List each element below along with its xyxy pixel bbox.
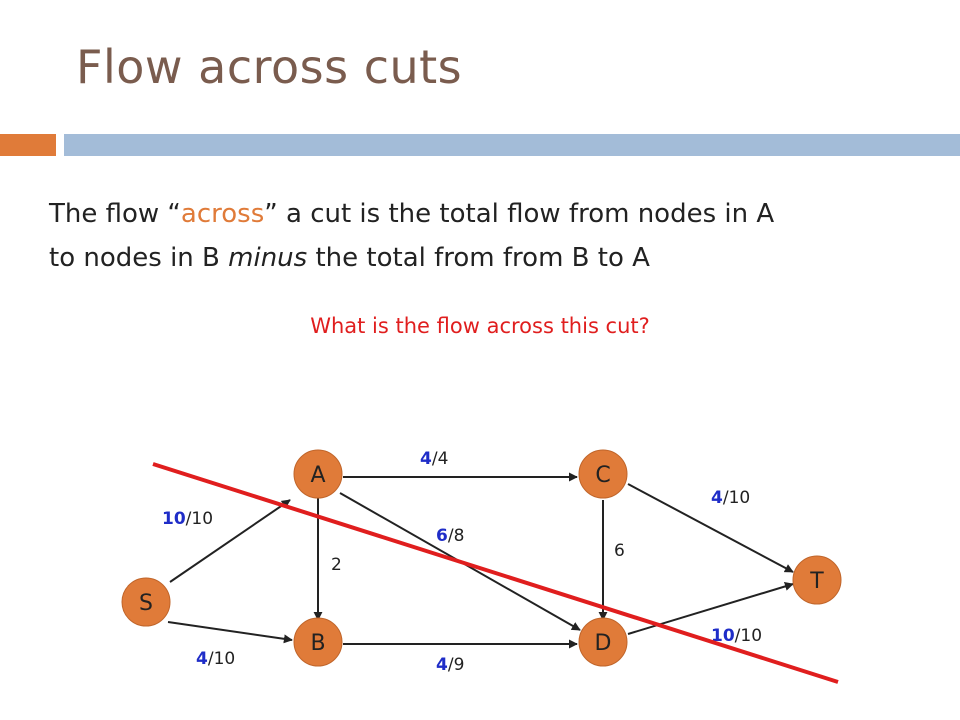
body-text-2: ” a cut is the total flow from nodes in … [264,199,775,229]
edge-c-t [627,483,794,573]
body-paragraph: The flow “across” a cut is the total flo… [49,192,929,280]
svg-text:A: A [310,463,325,488]
body-text-3: to nodes in B [49,243,229,273]
emphasis-minus: minus [228,243,308,273]
body-text-4: the total from from B to A [307,243,650,273]
node-s: S [121,577,171,627]
node-t: T [792,555,842,605]
edge-label-b-d: 4/9 [436,655,464,675]
svg-text:S: S [139,591,153,616]
node-d: D [578,617,628,667]
node-a: A [293,449,343,499]
edge-label-c-t: 4/10 [711,488,750,508]
edge-label-a-c: 4/4 [420,449,448,469]
question-text: What is the flow across this cut? [310,314,650,338]
edge-s-a [169,499,291,583]
highlight-across: across [180,199,265,229]
svg-text:C: C [595,463,610,488]
edge-label-s-a: 10/10 [162,509,213,529]
svg-text:T: T [809,569,824,594]
edge-label-s-b: 4/10 [196,649,235,669]
node-c: C [578,449,628,499]
node-b: B [293,617,343,667]
svg-text:D: D [595,631,612,656]
slide-title: Flow across cuts [76,40,463,94]
title-underline-bar [64,134,960,156]
edge-s-b [167,621,293,644]
edge-label-a-d: 6/8 [436,526,464,546]
edge-label-a-b: 2 [331,555,342,575]
body-text-1: The flow “ [49,199,181,229]
cut-line [152,462,839,684]
edge-label-d-t: 10/10 [711,626,762,646]
svg-text:B: B [310,631,325,656]
edge-label-c-d: 6 [614,541,625,561]
accent-bar [0,134,56,156]
